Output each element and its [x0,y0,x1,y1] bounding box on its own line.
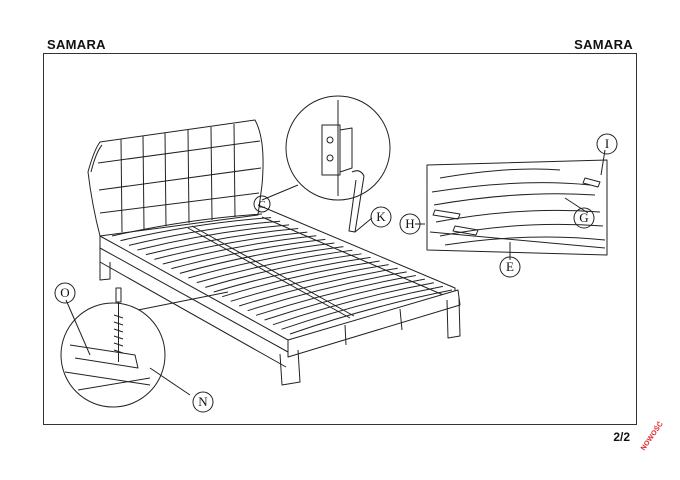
callout-k-label: K [376,209,386,224]
slat [272,282,434,326]
title-right: SAMARA [574,37,633,52]
callout-e [499,256,521,278]
callout-n-label: N [198,394,208,409]
callout-e-label: E [506,259,514,274]
callout-i [596,133,618,155]
foot-rail [287,289,461,358]
slat [162,235,317,265]
slat [171,238,326,270]
callout-g [573,207,595,229]
slat [145,227,299,256]
callout-i-label: I [605,136,609,151]
callout-n [192,391,214,413]
slats [111,213,453,335]
slat [120,217,272,242]
slat [213,256,371,293]
detail-slat-holder [426,159,608,256]
drawing-frame [43,53,637,425]
slat [154,231,308,260]
bed-legs [99,262,461,386]
slat [222,260,380,298]
slat [230,264,389,302]
callout-c [253,195,271,213]
slat [255,275,416,316]
callout-k [370,206,392,228]
callout-c-label: C [258,199,265,211]
slat [264,278,425,321]
slat [238,267,398,307]
callout-g-label: G [579,210,588,225]
slat [137,224,290,251]
slat [188,246,344,279]
slat [111,213,263,237]
title-left: SAMARA [47,37,106,52]
callout-o [54,282,76,304]
slat [289,289,453,335]
callout-h [399,213,421,235]
slat [205,253,362,288]
slat [179,242,335,274]
headboard [87,119,264,237]
detail-bracket-k [285,95,391,233]
slat [196,249,353,284]
callout-h-label: H [405,216,414,231]
detail-screw-on [60,287,166,408]
callout-o-label: O [60,285,69,300]
page-number: 2/2 [613,430,630,444]
slat [247,271,407,312]
slat [281,285,444,330]
slat [128,220,281,246]
